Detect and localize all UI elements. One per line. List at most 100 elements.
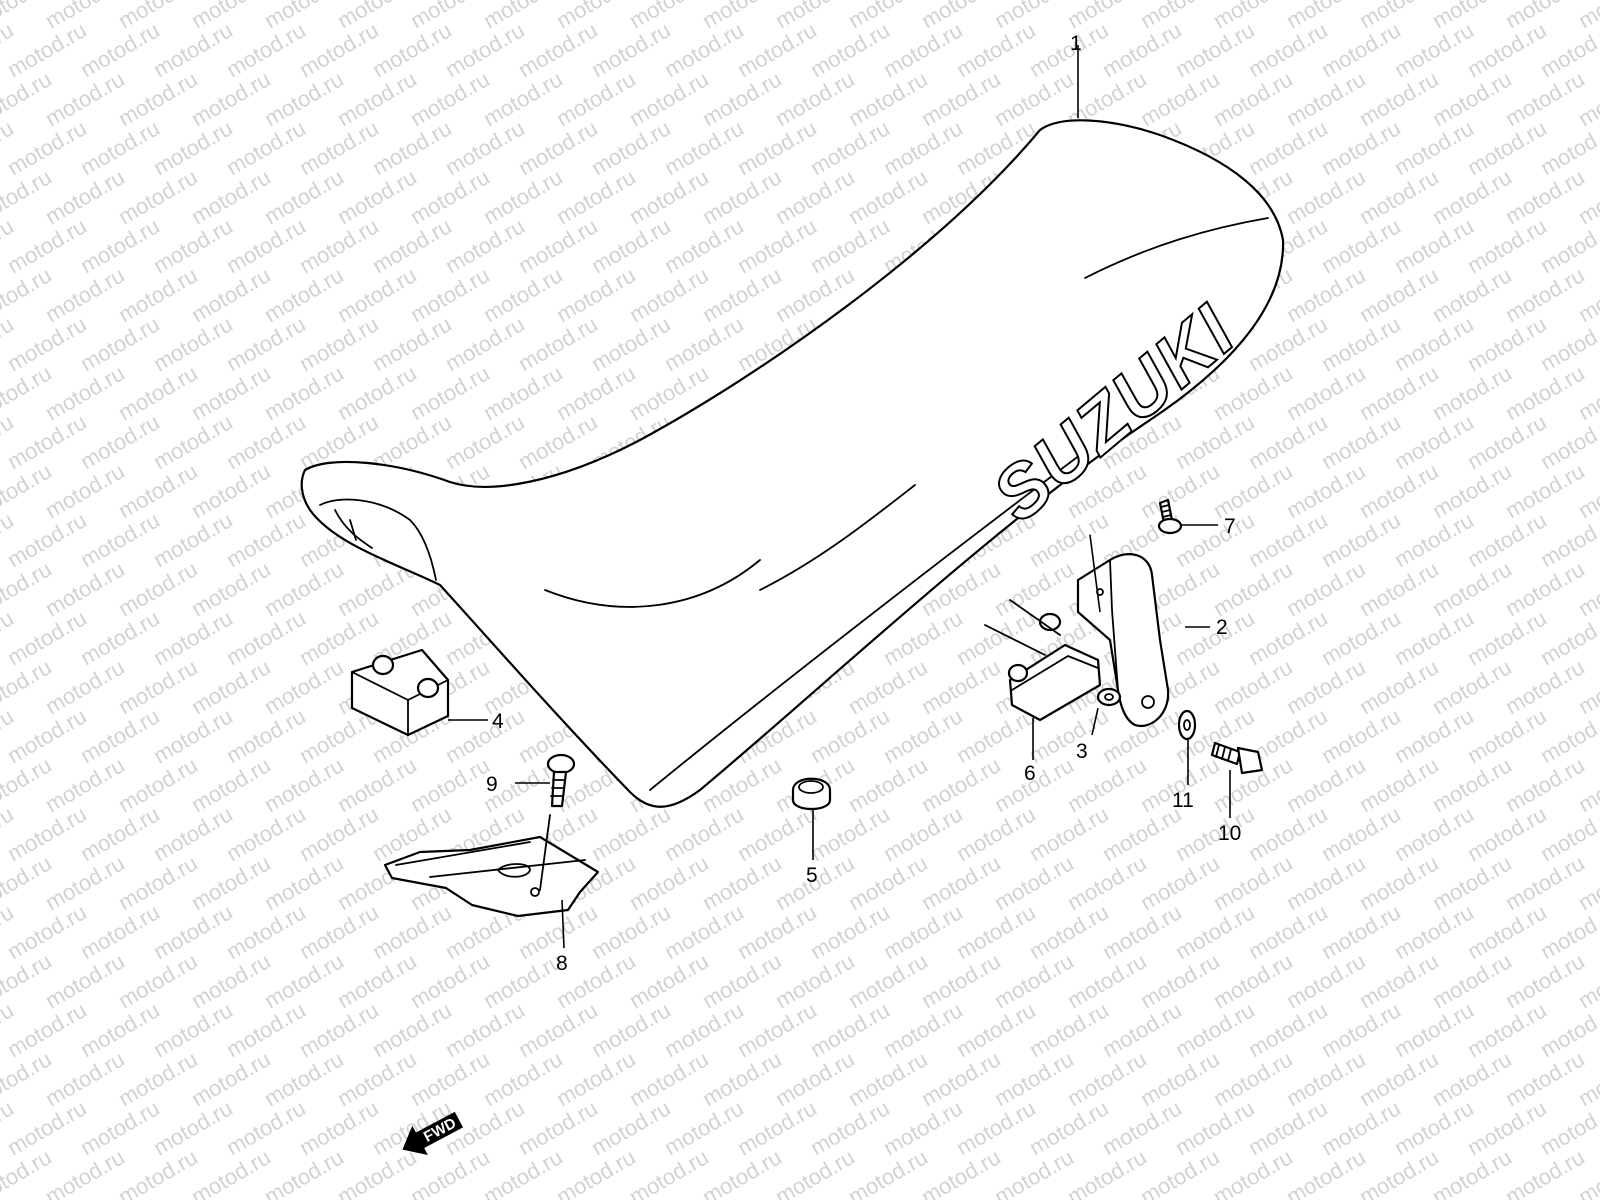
watermark-text: motod.ru — [406, 0, 494, 33]
watermark-text: motod.ru — [587, 997, 675, 1062]
watermark-text: motod.ru — [3, 605, 91, 670]
watermark-text: motod.ru — [222, 801, 310, 866]
watermark-text: motod.ru — [1317, 507, 1405, 572]
watermark-text: motod.ru — [1317, 703, 1405, 768]
watermark-text: motod.ru — [733, 997, 821, 1062]
watermark-text: motod.ru — [1063, 0, 1151, 33]
watermark-text: motod.ru — [76, 899, 164, 964]
watermark-text: motod.ru — [1025, 997, 1113, 1062]
watermark-text: motod.ru — [222, 605, 310, 670]
watermark-text: motod.ru — [806, 997, 894, 1062]
watermark-text: motod.ru — [514, 213, 602, 278]
watermark-text: motod.ru — [952, 997, 1040, 1062]
watermark-text: motod.ru — [368, 311, 456, 376]
part-grommet — [791, 777, 832, 811]
callout-11: 11 — [1172, 789, 1194, 812]
watermark-text: motod.ru — [1390, 899, 1478, 964]
watermark-text: motod.ru — [222, 311, 310, 376]
watermark-text: motod.ru — [368, 115, 456, 180]
watermark-text: motod.ru — [3, 311, 91, 376]
watermark-text: motod.ru — [76, 605, 164, 670]
watermark-text: motod.ru — [1025, 1095, 1113, 1160]
callout-9: 9 — [486, 773, 498, 796]
watermark-text: motod.ru — [441, 409, 529, 474]
watermark-text: motod.ru — [587, 801, 675, 866]
watermark-text: motod.ru — [441, 115, 529, 180]
callout-4: 4 — [492, 710, 504, 733]
watermark-text: motod.ru — [1171, 17, 1259, 82]
watermark-text: motod.ru — [1244, 17, 1332, 82]
callout-2: 2 — [1216, 616, 1228, 639]
part-bolt-plate — [546, 753, 576, 808]
watermark-text: motod.ru — [1171, 605, 1259, 670]
watermark-text: motod.ru — [733, 17, 821, 82]
watermark-text: motod.ru — [295, 311, 383, 376]
watermark-text: motod.ru — [149, 17, 237, 82]
watermark-text: motod.ru — [368, 997, 456, 1062]
watermark-text: motod.ru — [149, 703, 237, 768]
watermark-text: motod.ru — [149, 409, 237, 474]
watermark-text: motod.ru — [1244, 1095, 1332, 1160]
watermark-text: motod.ru — [879, 997, 967, 1062]
watermark-text: motod.ru — [1463, 17, 1551, 82]
watermark-text: motod.ru — [295, 605, 383, 670]
watermark-text: motod.ru — [295, 17, 383, 82]
watermark-text: motod.ru — [1463, 311, 1551, 376]
watermark-text: motod.ru — [1317, 409, 1405, 474]
watermark-text: motod.ru — [1390, 703, 1478, 768]
watermark-text: motod.ru — [187, 0, 275, 33]
watermark-text: motod.ru — [1171, 507, 1259, 572]
watermark-text: motod.ru — [660, 997, 748, 1062]
watermark-text: motod.ru — [514, 115, 602, 180]
watermark-text: motod.ru — [479, 0, 567, 33]
watermark-text: motod.ru — [3, 115, 91, 180]
part-mounting-plate — [383, 814, 600, 918]
watermark-text: motod.ru — [1390, 17, 1478, 82]
watermark-text: motod.ru — [952, 605, 1040, 670]
watermark-text: motod.ru — [41, 0, 129, 33]
callout-3: 3 — [1076, 740, 1088, 763]
watermark-text: motod.ru — [806, 703, 894, 768]
watermark-text: motod.ru — [514, 311, 602, 376]
watermark-text: motod.ru — [76, 801, 164, 866]
watermark-text: motod.ru — [1317, 1095, 1405, 1160]
watermark-text: motod.ru — [1463, 409, 1551, 474]
watermark-text: motod.ru — [1390, 801, 1478, 866]
watermark-text: motod.ru — [806, 899, 894, 964]
watermark-text: motod.ru — [1098, 899, 1186, 964]
watermark-text: motod.ru — [587, 17, 675, 82]
watermark-text: motod.ru — [733, 899, 821, 964]
watermark-text: motod.ru — [1428, 0, 1516, 33]
watermark-text: motod.ru — [733, 115, 821, 180]
watermark-text: motod.ru — [1317, 311, 1405, 376]
watermark-text: motod.ru — [1390, 997, 1478, 1062]
part-bracket — [1076, 553, 1170, 728]
watermark-text: motod.ru — [952, 1095, 1040, 1160]
part-cushion — [350, 648, 450, 737]
watermark-text: motod.ru — [3, 997, 91, 1062]
watermark-text: motod.ru — [333, 0, 421, 33]
watermark-text: motod.ru — [3, 1095, 91, 1160]
part-nut — [1096, 687, 1122, 707]
watermark-text: motod.ru — [952, 801, 1040, 866]
watermark-text: motod.ru — [587, 213, 675, 278]
watermark-text: motod.ru — [149, 311, 237, 376]
callout-8: 8 — [556, 952, 568, 975]
watermark-text: motod.ru — [660, 17, 748, 82]
watermark-text: motod.ru — [1463, 213, 1551, 278]
watermark-text: motod.ru — [879, 115, 967, 180]
part-latch — [984, 599, 1102, 722]
watermark-text: motod.ru — [587, 899, 675, 964]
watermark-text: motod.ru — [1317, 17, 1405, 82]
part-bolt-lower — [1210, 741, 1264, 775]
watermark-text: motod.ru — [952, 17, 1040, 82]
watermark-text: motod.ru — [222, 703, 310, 768]
watermark-text: motod.ru — [222, 115, 310, 180]
watermark-text: motod.ru — [1463, 115, 1551, 180]
watermark-text: motod.ru — [222, 409, 310, 474]
watermark-text: motod.ru — [222, 899, 310, 964]
watermark-text: motod.ru — [879, 801, 967, 866]
watermark-text: motod.ru — [1025, 899, 1113, 964]
watermark-text: motod.ru — [879, 899, 967, 964]
